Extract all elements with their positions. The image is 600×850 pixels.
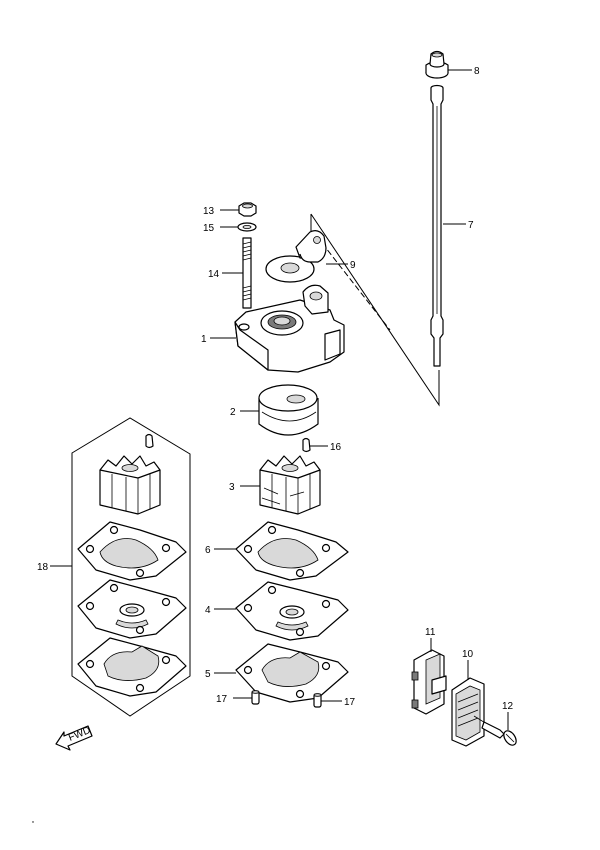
scan-speck — [32, 821, 34, 823]
part-1-pump-case[interactable] — [234, 284, 345, 373]
callout-5: 5 — [205, 669, 211, 680]
assembly-bracket-line — [310, 213, 440, 407]
callout-6: 6 — [205, 545, 211, 556]
part-7-water-tube[interactable] — [430, 84, 444, 367]
part-5-gasket[interactable] — [235, 643, 349, 703]
part-3-impeller[interactable] — [259, 455, 321, 515]
part-8-grommet[interactable] — [425, 50, 449, 79]
part-6-gasket[interactable] — [235, 521, 349, 581]
callout-8: 8 — [474, 66, 480, 77]
callout-17-right: 17 — [344, 697, 356, 708]
callout-11: 11 — [425, 627, 436, 638]
part-16-key[interactable] — [302, 437, 311, 453]
callout-18: 18 — [37, 562, 49, 573]
callout-9: 9 — [350, 260, 356, 271]
part-18-repair-kit[interactable] — [71, 417, 191, 717]
callout-12: 12 — [502, 701, 514, 712]
part-14-stud-bolt[interactable] — [242, 237, 252, 309]
callout-15: 15 — [203, 223, 215, 234]
part-15-washer[interactable] — [237, 222, 257, 232]
part-10-cover[interactable] — [451, 677, 485, 747]
callout-2: 2 — [230, 407, 236, 418]
fwd-arrow-icon: FWD — [55, 725, 93, 751]
part-9-guide[interactable] — [265, 230, 327, 283]
part-17-dowel-pin-left[interactable] — [251, 690, 260, 705]
callout-14: 14 — [208, 269, 220, 280]
callout-10: 10 — [462, 649, 474, 660]
callout-7: 7 — [468, 220, 474, 231]
part-17-dowel-pin-right[interactable] — [313, 693, 322, 708]
assembly-dashed-line — [321, 242, 391, 331]
callout-17-left: 17 — [216, 694, 228, 705]
callout-3: 3 — [229, 482, 235, 493]
part-13-nut[interactable] — [238, 202, 257, 217]
part-12-screw[interactable] — [473, 715, 519, 747]
part-2-liner[interactable] — [258, 384, 319, 436]
callout-4: 4 — [205, 605, 211, 616]
callout-13: 13 — [203, 206, 215, 217]
part-4-plate[interactable] — [235, 581, 349, 641]
part-11-holder[interactable] — [411, 649, 447, 715]
callout-1: 1 — [201, 334, 207, 345]
callout-16: 16 — [330, 442, 342, 453]
